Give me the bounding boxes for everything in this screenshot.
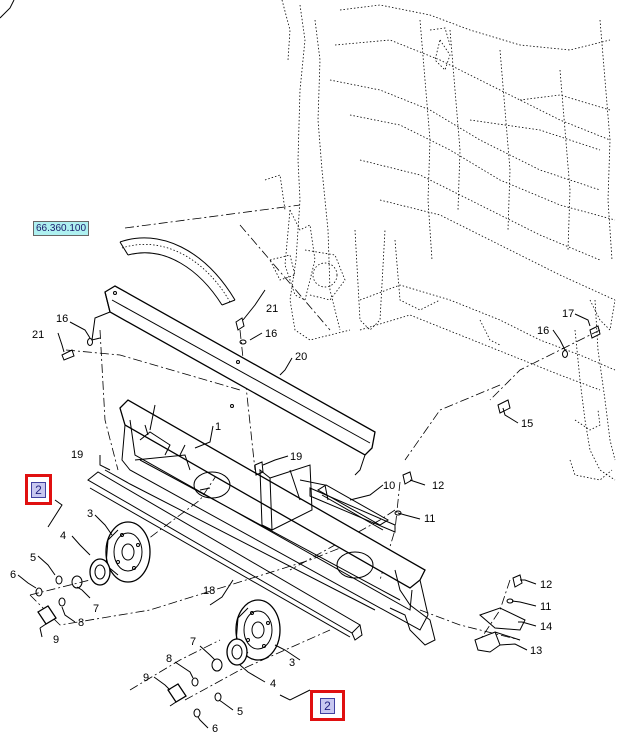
part-label-16-right: 16 xyxy=(537,325,549,337)
machine-frame xyxy=(264,0,616,481)
part-label-21-left: 21 xyxy=(32,329,44,341)
part-label-9-left: 9 xyxy=(53,634,59,646)
part-label-11-top: 11 xyxy=(424,513,435,525)
right-roller-assembly xyxy=(167,599,281,718)
hardware-fasteners xyxy=(61,317,601,653)
part-label-3-left: 3 xyxy=(87,508,93,520)
part-label-5-right: 5 xyxy=(237,706,243,718)
part-label-20: 20 xyxy=(295,351,307,363)
left-roller-assembly xyxy=(35,521,151,629)
arc-shield-part xyxy=(119,237,236,306)
part-label-5-left: 5 xyxy=(30,552,36,564)
part-label-16-center: 16 xyxy=(265,328,277,340)
part-label-19-right: 19 xyxy=(290,451,302,463)
callout-2-bottom[interactable]: 2 xyxy=(310,690,345,721)
assembly-center-lines xyxy=(29,204,601,701)
part-label-11-bottom: 11 xyxy=(540,601,551,613)
part-label-6-left: 6 xyxy=(10,569,16,581)
part-label-10: 10 xyxy=(383,480,395,492)
part-label-12-bottom: 12 xyxy=(540,579,552,591)
callout-2-bottom-label: 2 xyxy=(320,697,335,714)
part-label-13: 13 xyxy=(530,645,542,657)
part-label-16-left: 16 xyxy=(56,313,68,325)
part-label-21-center: 21 xyxy=(266,303,278,315)
part-label-4-left: 4 xyxy=(60,530,66,542)
part-label-8-right: 8 xyxy=(166,653,172,665)
part-label-18: 18 xyxy=(203,585,215,597)
part-label-6-right: 6 xyxy=(212,723,218,735)
part-label-12-top: 12 xyxy=(432,480,444,492)
part-label-1: 1 xyxy=(215,421,221,433)
corner-mark xyxy=(0,0,15,19)
part-label-8-left: 8 xyxy=(78,617,84,629)
callout-2-left[interactable]: 2 xyxy=(25,474,52,505)
part-label-3-right: 3 xyxy=(289,657,295,669)
part-number-labels: 1 3 3 4 4 5 5 6 6 7 7 8 8 9 9 10 11 11 1… xyxy=(10,303,574,735)
part-label-7-right: 7 xyxy=(190,636,196,648)
part-label-15: 15 xyxy=(521,418,533,430)
part-label-14: 14 xyxy=(540,621,552,633)
part-label-17: 17 xyxy=(562,308,574,320)
part-label-4-right: 4 xyxy=(270,678,276,690)
top-cover-plate xyxy=(91,285,376,476)
leader-lines xyxy=(17,289,591,729)
part-label-19-left: 19 xyxy=(71,449,83,461)
reference-link-66-360-100[interactable]: 66.360.100 xyxy=(33,221,90,236)
part-label-7-left: 7 xyxy=(93,603,99,615)
part-label-9-right: 9 xyxy=(143,672,149,684)
callout-2-left-label: 2 xyxy=(31,481,46,498)
